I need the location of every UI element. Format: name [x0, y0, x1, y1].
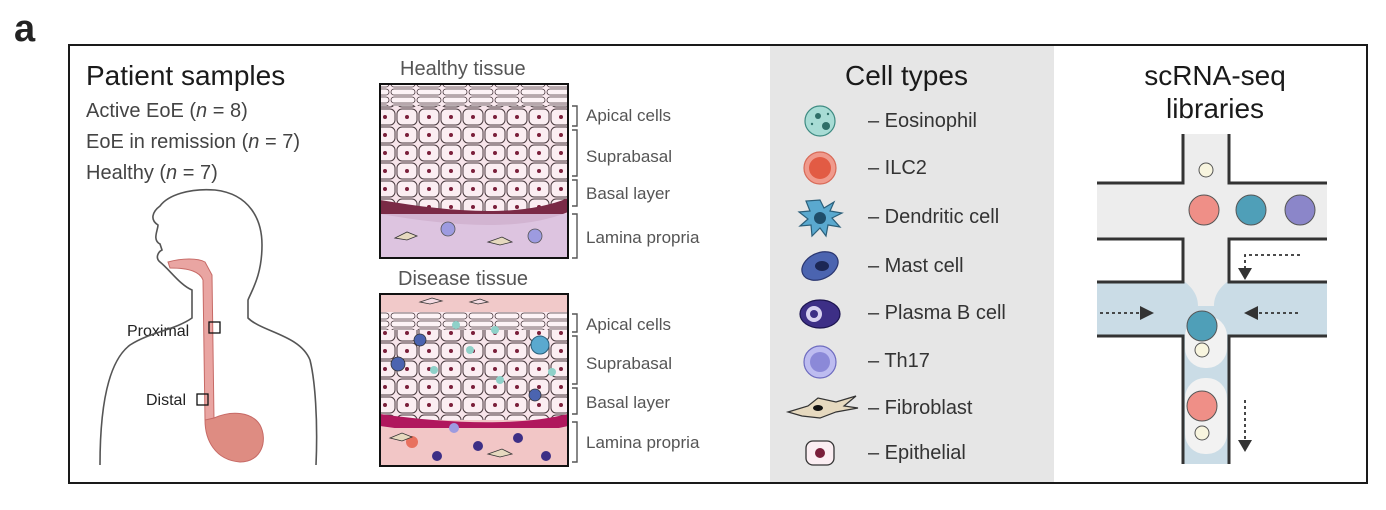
- ilc2-icon: [803, 151, 837, 185]
- proximal-marker: [208, 321, 221, 334]
- distal-label: Distal: [146, 392, 187, 409]
- disease-tissue-title: Disease tissue: [398, 268, 529, 290]
- celltype-label-ilc2: – ILC2: [868, 157, 927, 179]
- disease-layer-basal: Basal layer: [586, 393, 671, 412]
- celltype-label-dendritic: – Dendritic cell: [868, 206, 1000, 228]
- celltype-label-fibroblast: – Fibroblast: [868, 397, 973, 419]
- healthy-tissue-title: Healthy tissue: [400, 58, 526, 80]
- esophagus-icon: [167, 258, 264, 463]
- celltype-label-th17: – Th17: [868, 350, 930, 372]
- patient-samples-title: Patient samples: [86, 60, 286, 91]
- healthy-layer-suprabasal: Suprabasal: [586, 147, 673, 166]
- plasma-b-cell-icon: [799, 299, 841, 329]
- group-active: Active EoE (n = 8): [86, 100, 248, 122]
- celltype-label-mast: – Mast cell: [868, 255, 964, 277]
- scrnaseq-title-line2: libraries: [1165, 93, 1265, 124]
- healthy-tissue-diagram: [380, 84, 568, 258]
- th17-icon: [803, 345, 837, 379]
- celltype-label-eosinophil: – Eosinophil: [868, 110, 977, 132]
- group-remission: EoE in remission (n = 7): [86, 131, 300, 153]
- mast-cell-icon: [801, 251, 839, 281]
- human-silhouette-icon: [99, 188, 318, 466]
- disease-layer-lamina: Lamina propria: [586, 433, 700, 452]
- dendritic-cell-icon: [797, 199, 844, 238]
- healthy-layer-basal: Basal layer: [586, 184, 671, 203]
- disease-layer-suprabasal: Suprabasal: [586, 354, 673, 373]
- celltype-label-plasma-b: – Plasma B cell: [868, 302, 1006, 324]
- figure-frame: [68, 44, 1368, 484]
- celltype-label-epithelial: – Epithelial: [868, 442, 966, 464]
- distal-marker: [196, 393, 209, 406]
- disease-layer-apical: Apical cells: [586, 315, 672, 334]
- microfluidic-chip-diagram: [1097, 134, 1327, 464]
- fibroblast-icon: [785, 395, 859, 419]
- eosinophil-icon: [804, 105, 836, 137]
- scrnaseq-title-line1: scRNA-seq: [1144, 60, 1286, 91]
- group-healthy: Healthy (n = 7): [86, 162, 218, 184]
- layer-brackets: [572, 105, 578, 463]
- healthy-layer-lamina: Lamina propria: [586, 228, 700, 247]
- panel-letter: a: [14, 8, 36, 50]
- healthy-layer-apical: Apical cells: [586, 106, 672, 125]
- disease-tissue-diagram: [380, 294, 568, 466]
- cell-types-title: Cell types: [845, 60, 968, 91]
- epithelial-icon: [805, 440, 835, 466]
